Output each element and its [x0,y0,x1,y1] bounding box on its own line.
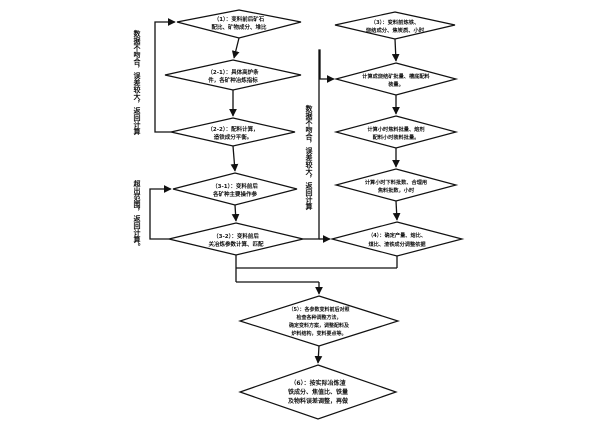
node-3-1-line-2: 各矿种主要操作参 [212,190,258,198]
left-feedback-loop [154,18,176,133]
node-r3-line-1: 计算小时下料批数、合理用 [365,178,427,186]
node-3-line-2: 烧结成分、焦炭质、小时 [366,26,425,34]
node-1: （1）：变料前后矿石 配比、矿物成分、堆比 [176,9,302,39]
node-3-2: （3-2）：变料前后 关冶炼参数计算、匹配 [168,222,304,256]
node-5: （5）：各参数变料前后对照 检查各种调整方法， 确定变料方案，调整配料及 炉料结… [238,295,400,347]
node-2-2-line-2: 造铁成分平衡。 [214,133,253,141]
node-4-line-2: 煤比、渣铁成分调整依据 [368,240,426,248]
side-label-middle-text: 数据不吻合，误差较大，返回计算 [305,104,314,211]
right-column-arrows [391,38,401,221]
node-r2: 计算小时焦料批量、熔剂 配料小时装料批量。 [333,115,459,149]
node-3-1: （3-1）：变料前后 各矿种主要操作参 [172,172,298,206]
node-2-2: （2-2）：配料计算， 造铁成分平衡。 [170,117,296,147]
node-r1-line-1: 计算成烧结矿批量、槽底配料 [362,72,430,80]
node-6-line-2: 铁成分、焦值比、铁量 [288,388,348,396]
node-5-line-1: （5）：各参数变料前后对照 [289,306,350,313]
node-1-line-2: 配比、矿物成分、堆比 [211,23,267,31]
node-4-line-1: （4）：确定产量、熔比、 [368,231,426,239]
node-1-line-1: （1）：变料前后矿石 [214,15,265,23]
side-label-left-top-text: 数据不吻合，误差较大，返回计算 [133,29,142,136]
node-5-line-4: 炉料结构，变料要点等。 [290,330,346,337]
node-r1: 计算成烧结矿批量、槽底配料 装量。 [333,62,459,96]
node-r3-line-2: 焦料批数，小时 [378,186,415,194]
node-6-line-3: 及物料误差调整，再做 [288,397,348,405]
side-label-left-top: 数据不吻合，误差较大，返回计算 [133,29,142,136]
node-6-line-1: （6）：按实际冶炼渣 [290,379,346,387]
side-label-left-bottom: 超出范围，返回计算。 [133,179,142,250]
node-2-1-line-2: 件，各矿种冶炼指标 [208,76,258,84]
node-2-1: （2-1）：具体高炉条 件，各矿种冶炼指标 [164,59,302,91]
node-5-line-2: 检查各种调整方法， [296,314,341,321]
node-5-line-3: 确定变料方案，调整配料及 [289,322,349,329]
node-3-2-line-2: 关冶炼参数计算、匹配 [208,240,264,248]
left-feedback-loop-bottom [149,185,172,240]
side-label-left-bottom-text: 超出范围，返回计算。 [133,179,142,250]
node-r2-line-1: 计算小时焦料批量、熔剂 [367,125,424,133]
node-3: （3）：变料前炼铁、 烧结成分、焦炭质、小时 [334,11,456,40]
node-3-1-line-1: （3-1）：变料前后 [212,182,258,190]
node-3-2-line-1: （3-2）：变料前后 [213,232,259,240]
node-4: （4）：确定产量、熔比、 煤比、渣铁成分调整依据 [329,221,465,257]
node-r2-line-2: 配料小时装料批量。 [373,133,420,141]
node-6: （6）：按实际冶炼渣 铁成分、焦值比、铁量 及物料误差调整，再做 [238,364,398,420]
node-r3: 计算小时下料批数、合理用 焦料批数，小时 [333,168,459,202]
node-r1-line-2: 装量。 [388,80,404,88]
middle-feedback-loop [303,49,335,243]
merge-connector [235,255,398,364]
side-label-middle: 数据不吻合，误差较大，返回计算 [305,104,314,211]
node-2-2-line-1: （2-2）：配料计算， [207,125,258,133]
node-3-line-1: （3）：变料前炼铁、 [371,18,420,26]
left-column-arrows [229,37,240,222]
node-2-1-line-1: （2-1）：具体高炉条 [207,68,259,76]
